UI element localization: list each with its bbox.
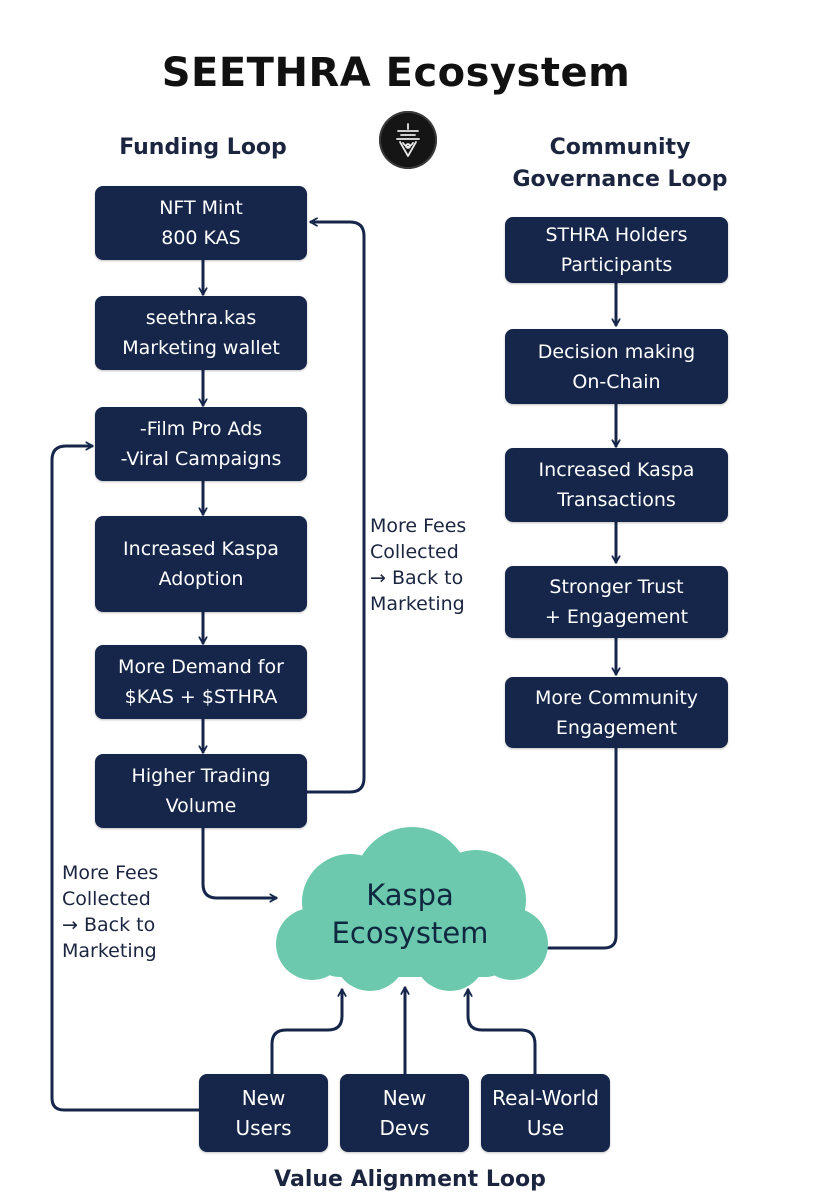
step-decision-making-line1: Decision making — [537, 340, 696, 363]
step-trading-volume-line2: Volume — [165, 795, 237, 817]
page-title: SEETHRA Ecosystem — [161, 50, 631, 96]
step-decision-making-line2: On-Chain — [572, 370, 661, 393]
step-stronger-trust-line2: + Engagement — [544, 606, 689, 628]
value-feedback-note-line3: → Back to — [62, 914, 156, 936]
step-marketing-wallet-line1: seethra.kas — [145, 307, 257, 329]
step-more-demand-line2: $KAS + $STHRA — [124, 686, 278, 708]
value-new-users-line1: New — [241, 1086, 286, 1110]
step-more-demand-line1: More Demand for — [118, 656, 284, 678]
value-new-devs-line2: Devs — [379, 1116, 430, 1140]
step-sthra-holders-line1: STHRA Holders — [545, 224, 688, 246]
step-sthra-holders: STHRA Holders Participants — [505, 217, 728, 283]
arrow-users-to-cloud — [270, 990, 342, 1076]
value-new-devs: New Devs — [340, 1074, 469, 1152]
seethra-logo-icon — [379, 111, 437, 169]
step-kaspa-transactions-line2: Transactions — [557, 489, 676, 511]
step-nft-mint-line2: 800 KAS — [161, 227, 241, 249]
funding-feedback-note-line4: Marketing — [370, 593, 465, 615]
step-kaspa-transactions: Increased Kaspa Transactions — [505, 448, 728, 522]
step-sthra-holders-line2: Participants — [560, 254, 673, 276]
value-new-users: New Users — [199, 1074, 328, 1152]
value-new-devs-line1: New — [382, 1086, 427, 1110]
step-kaspa-transactions-line1: Increased Kaspa — [538, 459, 695, 481]
step-community-engagement-line2: Engagement — [555, 716, 678, 739]
kaspa-cloud-shape — [276, 827, 548, 991]
step-community-engagement-line1: More Community — [534, 686, 699, 709]
funding-feedback-note-line1: More Fees — [370, 515, 467, 537]
step-trading-volume-line1: Higher Trading — [131, 765, 271, 787]
step-community-engagement: More Community Engagement — [505, 677, 728, 748]
funding-feedback-note-line2: Collected — [370, 541, 459, 563]
value-new-users-line2: Users — [235, 1116, 292, 1140]
step-stronger-trust: Stronger Trust + Engagement — [505, 566, 728, 638]
step-decision-making: Decision making On-Chain — [505, 329, 728, 404]
step-kaspa-adoption-line2: Adoption — [158, 568, 244, 590]
kaspa-ecosystem-label: Kaspa Ecosystem — [300, 876, 520, 952]
value-feedback-note: More Fees Collected → Back to Marketing — [62, 860, 158, 964]
step-more-demand: More Demand for $KAS + $STHRA — [95, 645, 307, 719]
value-loop-title: Value Alignment Loop — [274, 1167, 546, 1192]
arrow-volume-back-to-mint — [305, 222, 366, 794]
arrow-users-back-to-ads — [50, 446, 201, 1112]
funding-feedback-note-line3: → Back to — [370, 567, 464, 589]
kaspa-ecosystem-line1: Kaspa — [366, 878, 454, 912]
value-real-world-use: Real-World Use — [481, 1074, 610, 1152]
funding-loop-title: Funding Loop — [119, 135, 287, 160]
step-ads-campaigns-line1: -Film Pro Ads — [139, 418, 263, 440]
step-kaspa-adoption: Increased Kaspa Adoption — [95, 516, 307, 612]
value-feedback-note-line4: Marketing — [62, 940, 157, 962]
governance-loop-title-line1: Community — [549, 135, 691, 160]
step-marketing-wallet: seethra.kas Marketing wallet — [95, 296, 307, 370]
value-feedback-note-line1: More Fees — [62, 862, 159, 884]
funding-feedback-note: More Fees Collected → Back to Marketing — [370, 513, 466, 617]
governance-loop-title: Community Governance Loop — [500, 132, 740, 196]
step-marketing-wallet-line2: Marketing wallet — [122, 337, 280, 359]
arrow-realworld-to-cloud — [468, 990, 537, 1076]
governance-loop-title-line2: Governance Loop — [512, 167, 728, 192]
step-stronger-trust-line1: Stronger Trust — [549, 576, 684, 598]
step-kaspa-adoption-line1: Increased Kaspa — [123, 538, 279, 560]
step-ads-campaigns-line2: -Viral Campaigns — [120, 448, 282, 470]
step-nft-mint-line1: NFT Mint — [159, 197, 243, 219]
seethra-logo-glyph — [396, 123, 420, 157]
value-feedback-note-line2: Collected — [62, 888, 151, 910]
arrow-community-to-cloud — [530, 746, 618, 948]
arrow-volume-to-cloud — [201, 826, 276, 898]
value-real-world-use-line2: Use — [526, 1116, 565, 1140]
kaspa-ecosystem-line2: Ecosystem — [331, 916, 489, 950]
step-trading-volume: Higher Trading Volume — [95, 754, 307, 828]
step-nft-mint: NFT Mint 800 KAS — [95, 186, 307, 260]
step-ads-campaigns: -Film Pro Ads -Viral Campaigns — [95, 407, 307, 481]
value-real-world-use-line1: Real-World — [492, 1086, 599, 1110]
